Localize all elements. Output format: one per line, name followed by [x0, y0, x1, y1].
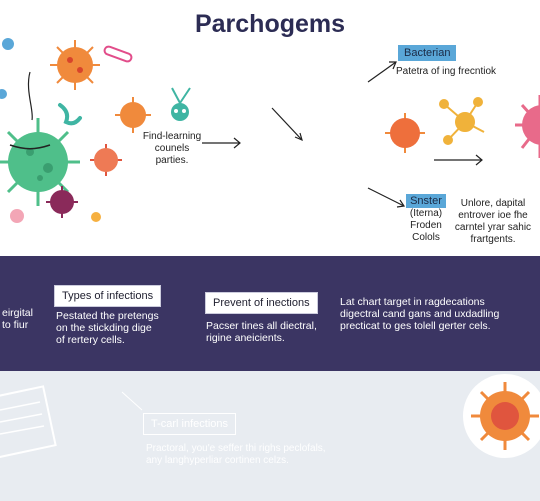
types-text-line-2: on the stickding dige [56, 322, 152, 334]
yellow-neuron-icon [439, 97, 485, 145]
sister-line-1: (Iterna) [409, 208, 443, 219]
band-right-line-1: Lat chart target in ragdecations [340, 296, 485, 308]
band-left-line-1: eirgital [2, 307, 33, 319]
arrow-diag-1 [271, 107, 303, 141]
types-text-line-1: Pestated the pretengs [56, 310, 159, 322]
right-note-line-1: Unlore, dapital [460, 198, 526, 209]
prevent-text-line-1: Pacser tines all diectral, [206, 320, 317, 332]
left-caption-line-1: Find-learning [142, 131, 202, 142]
sister-badge: Snster [406, 194, 446, 208]
prevent-label: Prevent of inections [205, 292, 318, 314]
sister-line-2: Froden [410, 220, 442, 231]
arrow-down-right [367, 187, 405, 207]
blue-microbe-icon [0, 38, 14, 99]
band-right-text: Lat chart target in ragdecations digectr… [340, 296, 502, 332]
band-right-line-2: digectral cand gans and uxdadling [340, 308, 500, 320]
arrow-diag-1-head [294, 132, 303, 142]
right-note-line-4: frartgents. [470, 234, 516, 245]
types-label: Types of infections [54, 285, 162, 307]
pointer-line [9, 144, 51, 150]
types-text: Pestated the pretengs on the stickding d… [56, 310, 159, 346]
right-note-line-2: entrover ioe fhe [458, 210, 528, 221]
lower-virus-icon [463, 374, 540, 458]
sister-line-3: Colols [412, 232, 440, 243]
pink-cell-icon [10, 209, 24, 223]
capsule-icon [103, 45, 133, 63]
document-icon [0, 385, 57, 459]
page-title: Parchogems [194, 10, 346, 38]
pink-virus-icon [515, 95, 540, 158]
arrow-up-right-head [389, 61, 397, 70]
arrow-right-1-head [233, 137, 241, 149]
arrow-up-right [367, 61, 397, 83]
teal-microbe-icon [171, 87, 191, 121]
left-caption: Find-learning counels parties. [137, 131, 207, 167]
lower-label: T-carl infections [143, 413, 237, 435]
arrow-down-right-head [396, 199, 406, 208]
prevent-text: Pacser tines all diectral, rigine aneici… [206, 320, 317, 344]
prevent-text-line-2: rigine aneicients. [206, 332, 285, 344]
left-caption-line-2: counels parties. [154, 143, 190, 166]
purple-virus-icon [46, 186, 78, 218]
band-right-line-3: precticat to ges tolell gerter cels. [340, 320, 491, 332]
right-note-line-3: carntel yrar sahic [454, 222, 532, 233]
lower-text: Practoral, you'e seffer thi righs peclof… [146, 443, 326, 467]
yellow-cell-icon [91, 212, 101, 222]
sister-block: Snster (Iterna) Froden Colols [406, 194, 446, 244]
orange-virus-icon [50, 40, 100, 90]
lower-text-line-2: any langhyperliar cortinen celzs. [146, 455, 289, 466]
bacteria-badge: Bacterian [398, 45, 457, 61]
right-orange-virus-icon [385, 113, 425, 153]
lower-pointer [121, 391, 143, 411]
lower-panel [0, 371, 540, 501]
small-red-virus-icon [90, 144, 122, 176]
types-text-line-3: of rertery cells. [56, 334, 125, 346]
bacteria-squiggle-icon [58, 103, 82, 126]
right-note: Unlore, dapital entrover ioe fhe carntel… [452, 198, 534, 246]
pointer-line-2 [27, 71, 33, 121]
green-virus-icon [0, 118, 80, 206]
band-left-line-2: to fiur [2, 319, 29, 331]
bacteria-caption: Patetra of ing frecntiok [396, 66, 497, 77]
small-orange-virus-icon [115, 97, 151, 133]
arrow-right-2-head [475, 154, 483, 166]
band-left-fragment: eirgital to fiur [2, 307, 33, 331]
lower-text-line-1: Practoral, you'e seffer thi righs peclof… [146, 443, 326, 454]
